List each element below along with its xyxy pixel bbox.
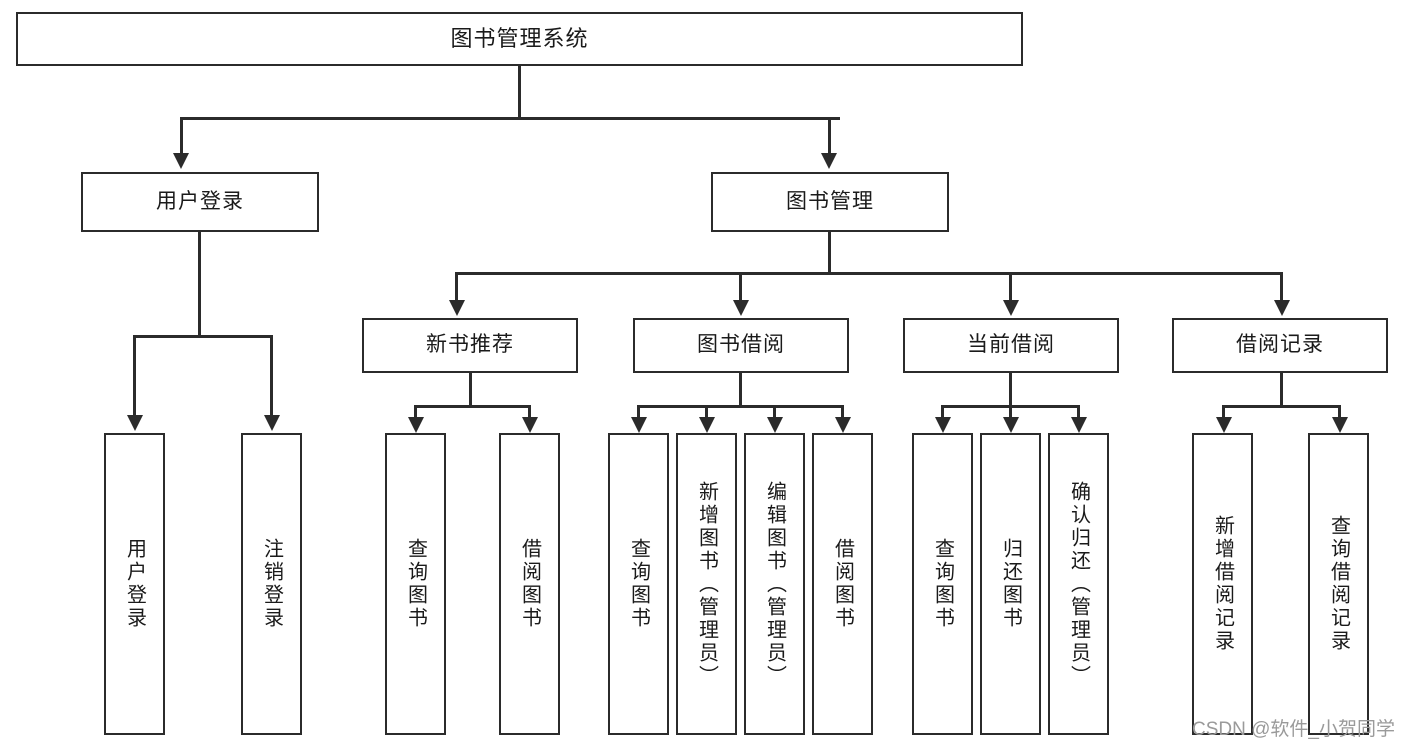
arrowhead-user-login-leaf-2 [264,415,280,431]
connector-drop-new-book-leaf-2 [528,405,531,419]
arrowhead-book-borrow-leaf-3 [767,417,783,433]
node-label: 新书推荐 [426,333,514,357]
node-book-borrow[interactable]: 图书借阅 [633,318,849,373]
arrowhead-book-borrow-leaf-2 [699,417,715,433]
leaf-record-query-borrow-record[interactable]: 查询借阅记录 [1308,433,1369,735]
leaf-current-query-book[interactable]: 查询图书 [912,433,973,735]
node-label: 查询借阅记录 [1327,515,1350,653]
connector-drop-current-borrow-leaf-2 [1009,405,1012,419]
node-label: 图书管理 [786,189,874,213]
connector-drop-user-login-leaf-1 [133,335,136,417]
arrowhead-new-book-leaf-1 [408,417,424,433]
leaf-current-confirm-return-admin[interactable]: 确认归还（管理员） [1048,433,1109,735]
arrowhead-user-login-leaf-1 [127,415,143,431]
node-user-login[interactable]: 用户登录 [81,172,319,232]
node-label: 确认归还（管理员） [1067,480,1090,688]
leaf-new-book-query-book[interactable]: 查询图书 [385,433,446,735]
node-label: 用户登录 [156,189,244,213]
connector-user-login-stem [198,232,201,335]
node-label: 借阅图书 [831,538,854,630]
node-book-management[interactable]: 图书管理 [711,172,949,232]
arrowhead-new-book-leaf-2 [522,417,538,433]
node-label: 图书管理系统 [450,26,589,52]
node-label: 当前借阅 [967,333,1055,357]
node-label: 查询图书 [627,538,650,630]
node-label: 借阅记录 [1236,333,1324,357]
connector-drop-user-login [180,117,183,155]
connector-drop-book-borrow-leaf-3 [773,405,776,419]
arrowhead-book-management [821,153,837,169]
leaf-borrow-borrow-book[interactable]: 借阅图书 [812,433,873,735]
arrowhead-current-borrow-leaf-1 [935,417,951,433]
arrowhead-borrow-record-leaf-1 [1216,417,1232,433]
leaf-user-login[interactable]: 用户登录 [104,433,165,735]
connector-current-borrow-stem [1009,373,1012,405]
leaf-borrow-edit-book-admin[interactable]: 编辑图书（管理员） [744,433,805,735]
arrowhead-user-login [173,153,189,169]
node-label: 查询图书 [404,538,427,630]
node-new-book-recommend[interactable]: 新书推荐 [362,318,578,373]
node-label: 注销登录 [260,538,283,630]
connector-book-borrow-stem [739,373,742,405]
connector-level2-bar [180,117,840,120]
connector-drop-book-borrow-leaf-4 [841,405,844,419]
arrowhead-current-borrow-leaf-3 [1071,417,1087,433]
connector-drop-book-borrow-leaf-1 [637,405,640,419]
connector-drop-user-login-leaf-2 [270,335,273,417]
node-root-book-management-system[interactable]: 图书管理系统 [16,12,1023,66]
arrowhead-borrow-record [1274,300,1290,316]
leaf-borrow-query-book[interactable]: 查询图书 [608,433,669,735]
node-label: 图书借阅 [697,333,785,357]
arrowhead-current-borrow [1003,300,1019,316]
connector-drop-borrow-record [1280,272,1283,302]
connector-book-management-bar [455,272,1283,275]
connector-drop-borrow-record-leaf-1 [1222,405,1225,419]
connector-book-borrow-bar [637,405,844,408]
connector-new-book-bar [414,405,531,408]
connector-root-stem [518,66,521,117]
node-label: 查询图书 [931,538,954,630]
arrowhead-borrow-record-leaf-2 [1332,417,1348,433]
node-label: 编辑图书（管理员） [763,480,786,688]
node-borrow-record[interactable]: 借阅记录 [1172,318,1388,373]
node-label: 新增借阅记录 [1211,515,1234,653]
node-label: 归还图书 [999,538,1022,630]
connector-drop-current-borrow-leaf-3 [1077,405,1080,419]
arrowhead-current-borrow-leaf-2 [1003,417,1019,433]
arrowhead-book-borrow-leaf-4 [835,417,851,433]
arrowhead-book-borrow-leaf-1 [631,417,647,433]
connector-drop-current-borrow [1009,272,1012,302]
connector-drop-current-borrow-leaf-1 [941,405,944,419]
node-label: 新增图书（管理员） [695,480,718,688]
arrowhead-new-book [449,300,465,316]
node-label: 借阅图书 [518,538,541,630]
connector-drop-new-book-leaf-1 [414,405,417,419]
leaf-logout-login[interactable]: 注销登录 [241,433,302,735]
connector-drop-book-management [828,117,831,155]
connector-user-login-bar [133,335,270,338]
connector-drop-borrow-book [739,272,742,302]
node-label: 用户登录 [123,538,146,630]
connector-drop-borrow-record-leaf-2 [1338,405,1341,419]
connector-new-book-stem [469,373,472,405]
leaf-current-return-book[interactable]: 归还图书 [980,433,1041,735]
csdn-watermark: CSDN @软件_小贺同学 [1192,719,1395,740]
connector-drop-new-book [455,272,458,302]
leaf-new-book-borrow-book[interactable]: 借阅图书 [499,433,560,735]
leaf-borrow-add-book-admin[interactable]: 新增图书（管理员） [676,433,737,735]
connector-drop-book-borrow-leaf-2 [705,405,708,419]
leaf-record-add-borrow-record[interactable]: 新增借阅记录 [1192,433,1253,735]
connector-borrow-record-stem [1280,373,1283,405]
connector-borrow-record-bar [1222,405,1341,408]
connector-book-management-stem [828,232,831,272]
arrowhead-borrow-book [733,300,749,316]
node-current-borrow[interactable]: 当前借阅 [903,318,1119,373]
